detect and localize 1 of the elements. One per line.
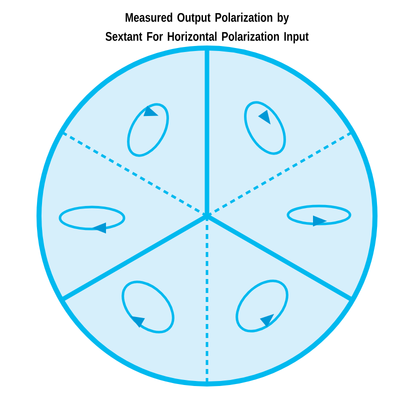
title: Measured Output Polarization by Sextant For Horizontal Polarization Input xyxy=(106,12,309,44)
